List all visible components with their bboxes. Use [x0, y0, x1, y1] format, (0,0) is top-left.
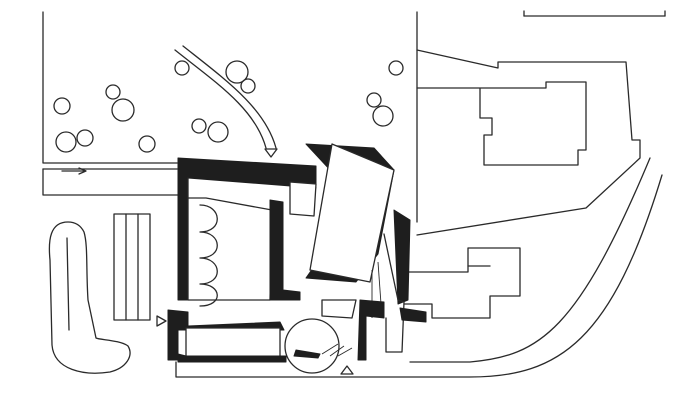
tower	[309, 143, 395, 283]
arrow-up-icon	[340, 365, 354, 375]
tree	[240, 78, 256, 94]
trees	[53, 60, 404, 153]
road-south	[175, 157, 663, 378]
tree	[53, 97, 71, 115]
entrance-circle	[284, 318, 340, 374]
tree	[138, 135, 156, 153]
scale-bar	[523, 10, 666, 17]
tree	[76, 129, 94, 147]
tree	[191, 118, 207, 134]
tree	[225, 60, 249, 84]
main-building	[167, 143, 427, 374]
road-west	[42, 167, 179, 196]
tree	[372, 105, 394, 127]
tree	[105, 84, 121, 100]
curved-path	[174, 45, 278, 158]
tree	[207, 121, 229, 143]
east-buildings	[403, 49, 641, 319]
tree	[111, 98, 135, 122]
tree	[388, 60, 404, 76]
tree	[174, 60, 190, 76]
arrow-down-icon	[264, 148, 278, 158]
parking-lot	[48, 213, 167, 374]
arrow-right-icon	[156, 315, 167, 327]
north-wall	[177, 157, 317, 301]
tree	[366, 92, 382, 108]
inner-wall	[269, 199, 301, 301]
tree	[55, 131, 77, 153]
park-block	[42, 11, 418, 223]
south-wall	[167, 309, 285, 361]
